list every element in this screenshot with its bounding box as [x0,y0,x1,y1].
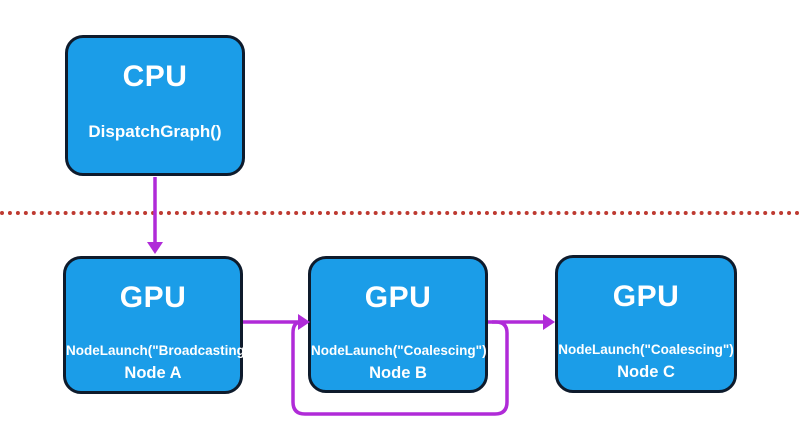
gpu-c-name-label: Node C [617,363,675,381]
gpu-c-title: GPU [612,280,680,313]
gpu-c-call-label: NodeLaunch("Coalescing") [558,342,734,357]
cpu-node: CPU DispatchGraph() [65,35,245,176]
cpu-dispatch-label: DispatchGraph() [88,122,222,141]
cpu-title: CPU [122,60,188,93]
gpu-node-b: GPU NodeLaunch("Coalescing") Node B [308,256,488,393]
gpu-node-c: GPU NodeLaunch("Coalescing") Node C [555,255,737,393]
gpu-a-title: GPU [119,281,187,314]
gpu-node-a: GPU NodeLaunch("Broadcasting") Node A [63,256,256,394]
gpu-b-name-label: Node B [369,364,427,382]
gpu-b-title: GPU [364,281,432,314]
gpu-a-name-label: Node A [124,364,182,382]
gpu-b-call-label: NodeLaunch("Coalescing") [311,343,487,358]
cpu-to-gpu-a-arrowhead-icon [147,242,163,254]
gpu-a-call-label: NodeLaunch("Broadcasting") [66,343,256,358]
cpu-gpu-divider-line [0,211,800,215]
gpu-b-to-gpu-c-arrowhead-icon [543,314,555,330]
